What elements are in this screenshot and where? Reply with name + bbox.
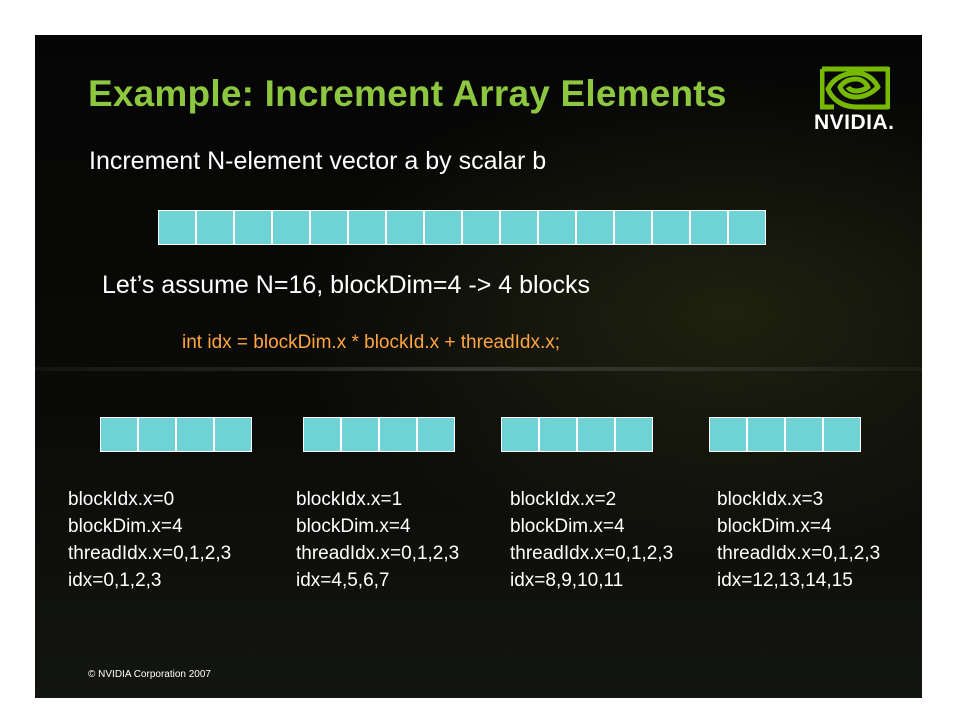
array-cell — [272, 210, 310, 245]
array-cell — [614, 210, 652, 245]
array-cell — [310, 210, 348, 245]
idx-label: idx=4,5,6,7 — [296, 570, 390, 591]
idx-label: idx=0,1,2,3 — [68, 570, 162, 591]
block-info: blockIdx.x=0 blockDim.x=4 threadIdx.x=0,… — [68, 486, 231, 594]
array-cell — [615, 417, 653, 452]
array-cell — [196, 210, 234, 245]
array-cell — [424, 210, 462, 245]
array-cell — [652, 210, 690, 245]
array-cell — [348, 210, 386, 245]
array-cell — [539, 417, 577, 452]
array-cell — [538, 210, 576, 245]
block-array — [303, 417, 455, 452]
block-info: blockIdx.x=2 blockDim.x=4 threadIdx.x=0,… — [510, 486, 673, 594]
slide: Example: Increment Array Elements NVIDIA… — [35, 35, 922, 698]
array-cell — [341, 417, 379, 452]
block-info: blockIdx.x=1 blockDim.x=4 threadIdx.x=0,… — [296, 486, 459, 594]
thread-idx-label: threadIdx.x=0,1,2,3 — [510, 543, 674, 564]
copyright-notice: © NVIDIA Corporation 2007 — [88, 669, 211, 680]
array-cell — [785, 417, 823, 452]
block-info: blockIdx.x=3 blockDim.x=4 threadIdx.x=0,… — [717, 486, 880, 594]
block-array — [501, 417, 653, 452]
block-idx-label: blockIdx.x=1 — [296, 489, 403, 510]
block-array — [100, 417, 252, 452]
separator-band — [35, 367, 922, 371]
array-cell — [214, 417, 252, 452]
array-cell — [138, 417, 176, 452]
thread-idx-label: threadIdx.x=0,1,2,3 — [296, 543, 460, 564]
array-cell — [690, 210, 728, 245]
array-cell — [728, 210, 766, 245]
thread-idx-label: threadIdx.x=0,1,2,3 — [717, 543, 881, 564]
block-dim-label: blockDim.x=4 — [68, 516, 183, 537]
main-array — [158, 210, 766, 245]
array-cell — [823, 417, 861, 452]
block-dim-label: blockDim.x=4 — [296, 516, 411, 537]
assumption-text: Let’s assume N=16, blockDim=4 -> 4 block… — [102, 271, 590, 299]
array-cell — [709, 417, 747, 452]
array-cell — [379, 417, 417, 452]
array-cell — [747, 417, 785, 452]
block-idx-label: blockIdx.x=0 — [68, 489, 175, 510]
logo-text: NVIDIA. — [814, 111, 895, 134]
array-cell — [500, 210, 538, 245]
array-cell — [176, 417, 214, 452]
block-idx-label: blockIdx.x=2 — [510, 489, 617, 510]
block-array — [709, 417, 861, 452]
index-formula: int idx = blockDim.x * blockId.x + threa… — [182, 332, 561, 353]
thread-idx-label: threadIdx.x=0,1,2,3 — [68, 543, 232, 564]
block-idx-label: blockIdx.x=3 — [717, 489, 824, 510]
array-cell — [501, 417, 539, 452]
array-cell — [576, 210, 614, 245]
idx-label: idx=8,9,10,11 — [510, 570, 624, 591]
idx-label: idx=12,13,14,15 — [717, 570, 853, 591]
array-cell — [158, 210, 196, 245]
array-cell — [386, 210, 424, 245]
array-cell — [577, 417, 615, 452]
array-cell — [417, 417, 455, 452]
block-dim-label: blockDim.x=4 — [717, 516, 832, 537]
subtitle: Increment N-element vector a by scalar b — [89, 147, 547, 175]
array-cell — [462, 210, 500, 245]
nvidia-logo: NVIDIA. — [810, 63, 910, 134]
nvidia-eye-icon — [820, 66, 890, 110]
block-dim-label: blockDim.x=4 — [510, 516, 625, 537]
slide-title: Example: Increment Array Elements — [88, 73, 727, 114]
array-cell — [303, 417, 341, 452]
array-cell — [100, 417, 138, 452]
array-cell — [234, 210, 272, 245]
